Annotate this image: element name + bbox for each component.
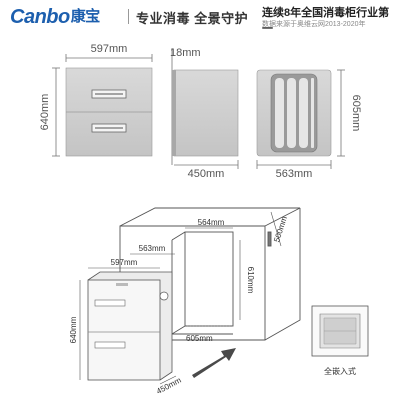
side-panel [173,69,239,157]
front-view: 597mm 640mm [39,43,153,157]
unit-knob [159,291,169,301]
cutout-height-label: 610mm [246,267,255,294]
header: Canbo康宝 专业消毒 全景守护 连续8年全国消毒柜行业第一 数据来源于奥维云… [0,0,400,35]
header-divider [128,9,129,24]
slogan: 专业消毒 全景守护 [136,11,249,26]
cutout-depth-label: 500mm [272,215,289,243]
basket-slot-4 [311,78,314,148]
front-height-label: 640mm [39,94,51,131]
side-front-lip [172,70,176,156]
top-view: 605mm 563mm [256,69,362,180]
disinfection-unit: 597mm 640mm 450mm 605mm [69,258,213,396]
brand-logo: Canbo康宝 [10,5,100,29]
cutout-opening [184,231,234,327]
award-source: 数据来源于奥维云网2013-2020年 [262,21,366,28]
unit-control-strip [116,283,128,286]
cabinet-top-face [119,207,301,227]
cabinet-handle [267,231,272,247]
cutout-width-label: 564mm [198,218,225,227]
top-width-label: 563mm [276,168,313,180]
insert-arrow-icon [192,348,236,378]
inset-caption: 全嵌入式 [324,366,356,376]
full-embed-inset: 全嵌入式 [311,305,369,376]
basket-slot-1 [275,78,284,148]
side-view: 18mm 450mm [170,47,239,180]
basket-slot-2 [287,78,296,148]
front-width-label: 597mm [91,43,128,55]
side-depth-label: 450mm [188,168,225,180]
unit-height-label: 640mm [69,316,78,343]
unit-inner-width-label: 563mm [139,244,166,253]
unit-depth-dim-line [159,375,177,385]
cutout-depth-dim-line [270,211,282,247]
brand-cn: 康宝 [70,8,101,25]
basket-slot-3 [299,78,308,148]
cabinet-side-face [264,208,301,341]
cutout-depth-edge [171,231,186,335]
side-panel-label: 18mm [170,47,201,59]
bottom-depth-label: 605mm [186,334,213,343]
award-title: 连续8年全国消毒柜行业第一 [262,7,390,35]
top-depth-label: 605mm [350,95,362,132]
unit-width-label: 597mm [111,258,138,267]
unit-front-panel [87,279,161,381]
brand-latin: Canbo [10,6,70,28]
unit-upper-handle [94,299,126,307]
unit-lower-handle [94,341,126,349]
